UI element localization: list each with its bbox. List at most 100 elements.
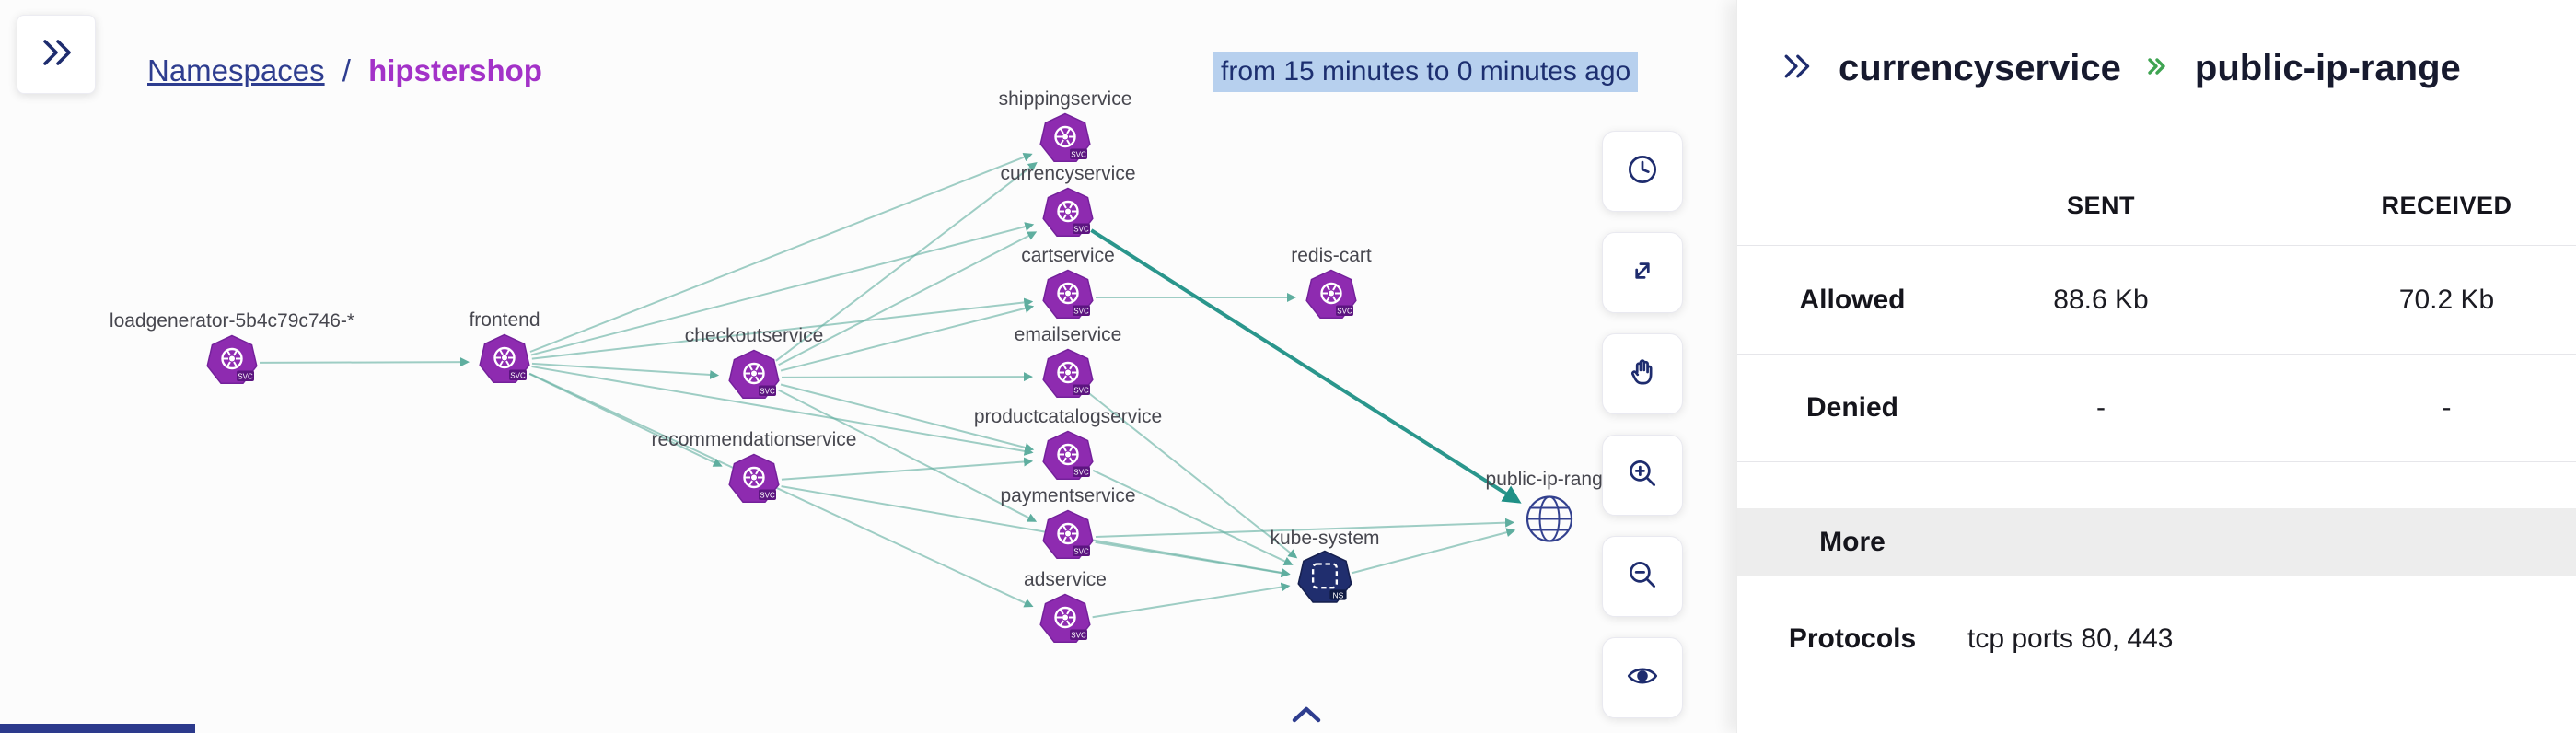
- service-map-edge[interactable]: [531, 362, 720, 379]
- service-node-icon[interactable]: SVC: [728, 453, 780, 510]
- svg-text:SVC: SVC: [1337, 308, 1352, 316]
- service-map-edge[interactable]: [1090, 228, 1522, 504]
- time-range-label[interactable]: from 15 minutes to 0 minutes ago: [1213, 52, 1639, 92]
- sidebar-expand-button[interactable]: [17, 15, 96, 94]
- node-label: cartservice: [1021, 245, 1115, 266]
- service-node-icon[interactable]: SVC: [479, 333, 530, 390]
- clock-icon: [1623, 150, 1662, 193]
- pan-tool-button[interactable]: [1602, 333, 1683, 414]
- details-header: currencyservice public-ip-range: [1737, 0, 2576, 94]
- service-map-edge-layer: [259, 152, 1522, 619]
- node-label: shippingservice: [998, 88, 1132, 110]
- node-label: paymentservice: [1000, 485, 1136, 506]
- node-label: currencyservice: [1000, 163, 1136, 184]
- svg-text:SVC: SVC: [760, 492, 775, 500]
- service-node-icon[interactable]: SVC: [1042, 269, 1094, 326]
- service-node-icon[interactable]: SVC: [1042, 430, 1094, 487]
- service-map-edge[interactable]: [778, 389, 1038, 522]
- zoom-in-icon: [1623, 454, 1662, 497]
- service-node-icon[interactable]: SVC: [728, 349, 780, 406]
- service-map-edge[interactable]: [531, 366, 1034, 456]
- service-node-icon[interactable]: SVC: [1039, 112, 1091, 169]
- service-node-icon[interactable]: SVC: [1042, 348, 1094, 405]
- zoom-out-button[interactable]: [1602, 536, 1683, 617]
- service-map-edge[interactable]: [529, 152, 1033, 353]
- service-map-edge[interactable]: [778, 231, 1038, 366]
- flow-direction-chevrons-icon: [2145, 53, 2171, 84]
- service-map-edge[interactable]: [781, 372, 1034, 382]
- protocols-row: Protocols tcp ports 80, 443: [1737, 600, 2576, 678]
- allowed-sent-value: 88.6 Kb: [2053, 284, 2149, 315]
- denied-sent-value: -: [2096, 392, 2106, 423]
- service-node-icon[interactable]: SVC: [1042, 509, 1094, 566]
- more-section-header: More: [1737, 508, 2576, 576]
- double-chevron-right-icon: [36, 34, 76, 76]
- world-node-icon[interactable]: [1525, 494, 1574, 549]
- service-map-edge[interactable]: [1095, 541, 1291, 578]
- service-map-edge[interactable]: [781, 457, 1034, 481]
- svg-text:SVC: SVC: [760, 388, 775, 396]
- table-row-allowed[interactable]: Allowed 88.6 Kb 70.2 Kb: [1737, 245, 2576, 354]
- node-label: emailservice: [1014, 324, 1122, 345]
- svg-text:SVC: SVC: [1071, 632, 1086, 640]
- breadcrumb: Namespaces / hipstershop: [147, 53, 542, 88]
- service-map-edge[interactable]: [1092, 469, 1294, 565]
- service-map-edge[interactable]: [780, 383, 1035, 452]
- zoom-out-icon: [1623, 555, 1662, 599]
- service-map-edge[interactable]: [775, 161, 1038, 362]
- collapse-details-button[interactable]: [1778, 50, 1815, 87]
- column-header-received: RECEIVED: [2381, 191, 2512, 219]
- breadcrumb-separator: /: [342, 53, 351, 87]
- denied-received-value: -: [2442, 392, 2452, 423]
- zoom-in-button[interactable]: [1602, 435, 1683, 516]
- visibility-button[interactable]: [1602, 637, 1683, 718]
- service-node-icon[interactable]: SVC: [206, 334, 258, 391]
- node-label: recommendationservice: [651, 429, 857, 450]
- column-header-sent: SENT: [2066, 191, 2135, 219]
- flow-source-name: currencyservice: [1839, 47, 2121, 88]
- service-map-edge[interactable]: [780, 304, 1035, 372]
- service-map-edge[interactable]: [1092, 582, 1291, 619]
- node-label: productcatalogservice: [973, 406, 1163, 427]
- service-node-icon[interactable]: SVC: [1042, 187, 1094, 244]
- node-label: kube-system: [1270, 528, 1380, 549]
- node-label: adservice: [1024, 569, 1107, 590]
- breadcrumb-current-namespace: hipstershop: [368, 53, 542, 87]
- flow-target-name: public-ip-range: [2194, 47, 2461, 88]
- service-map-edge[interactable]: [1351, 528, 1516, 575]
- flow-details-panel: currencyservice public-ip-range SENT REC…: [1736, 0, 2576, 733]
- service-map-edge[interactable]: [1095, 518, 1515, 538]
- node-label: checkoutservice: [684, 325, 824, 346]
- time-range-button[interactable]: [1602, 131, 1683, 212]
- fullscreen-icon: [1623, 251, 1662, 295]
- fit-to-screen-button[interactable]: [1602, 232, 1683, 313]
- table-header-row: SENT RECEIVED: [1737, 166, 2576, 245]
- table-row-denied[interactable]: Denied - -: [1737, 354, 2576, 462]
- svg-text:NS: NS: [1333, 590, 1344, 599]
- service-node-icon[interactable]: SVC: [1305, 269, 1357, 326]
- visibility-eye-icon: [1623, 657, 1662, 700]
- node-label: frontend: [469, 309, 540, 331]
- svg-text:SVC: SVC: [510, 372, 526, 380]
- service-map-edge[interactable]: [1088, 392, 1298, 559]
- service-map-edge[interactable]: [530, 222, 1035, 356]
- service-map-edge[interactable]: [528, 372, 1034, 608]
- row-label: Denied: [1805, 392, 1899, 423]
- svg-text:SVC: SVC: [1073, 308, 1089, 316]
- service-map-edge[interactable]: [259, 357, 470, 367]
- allowed-received-value: 70.2 Kb: [2398, 284, 2495, 315]
- map-toolbar: [1602, 131, 1683, 718]
- more-label: More: [1819, 527, 1886, 557]
- expand-bottom-panel-button[interactable]: [1289, 704, 1324, 729]
- protocols-value: tcp ports 80, 443: [1967, 623, 2174, 654]
- breadcrumb-namespaces-link[interactable]: Namespaces: [147, 53, 325, 87]
- bottom-left-accent-bar: [0, 724, 195, 733]
- node-label: loadgenerator-5b4c79c746-*: [109, 310, 355, 332]
- svg-text:SVC: SVC: [1073, 548, 1089, 556]
- namespace-node-icon[interactable]: NS: [1297, 550, 1352, 611]
- service-map-edge[interactable]: [531, 297, 1034, 360]
- svg-text:SVC: SVC: [1073, 226, 1089, 234]
- service-node-icon[interactable]: SVC: [1039, 593, 1091, 650]
